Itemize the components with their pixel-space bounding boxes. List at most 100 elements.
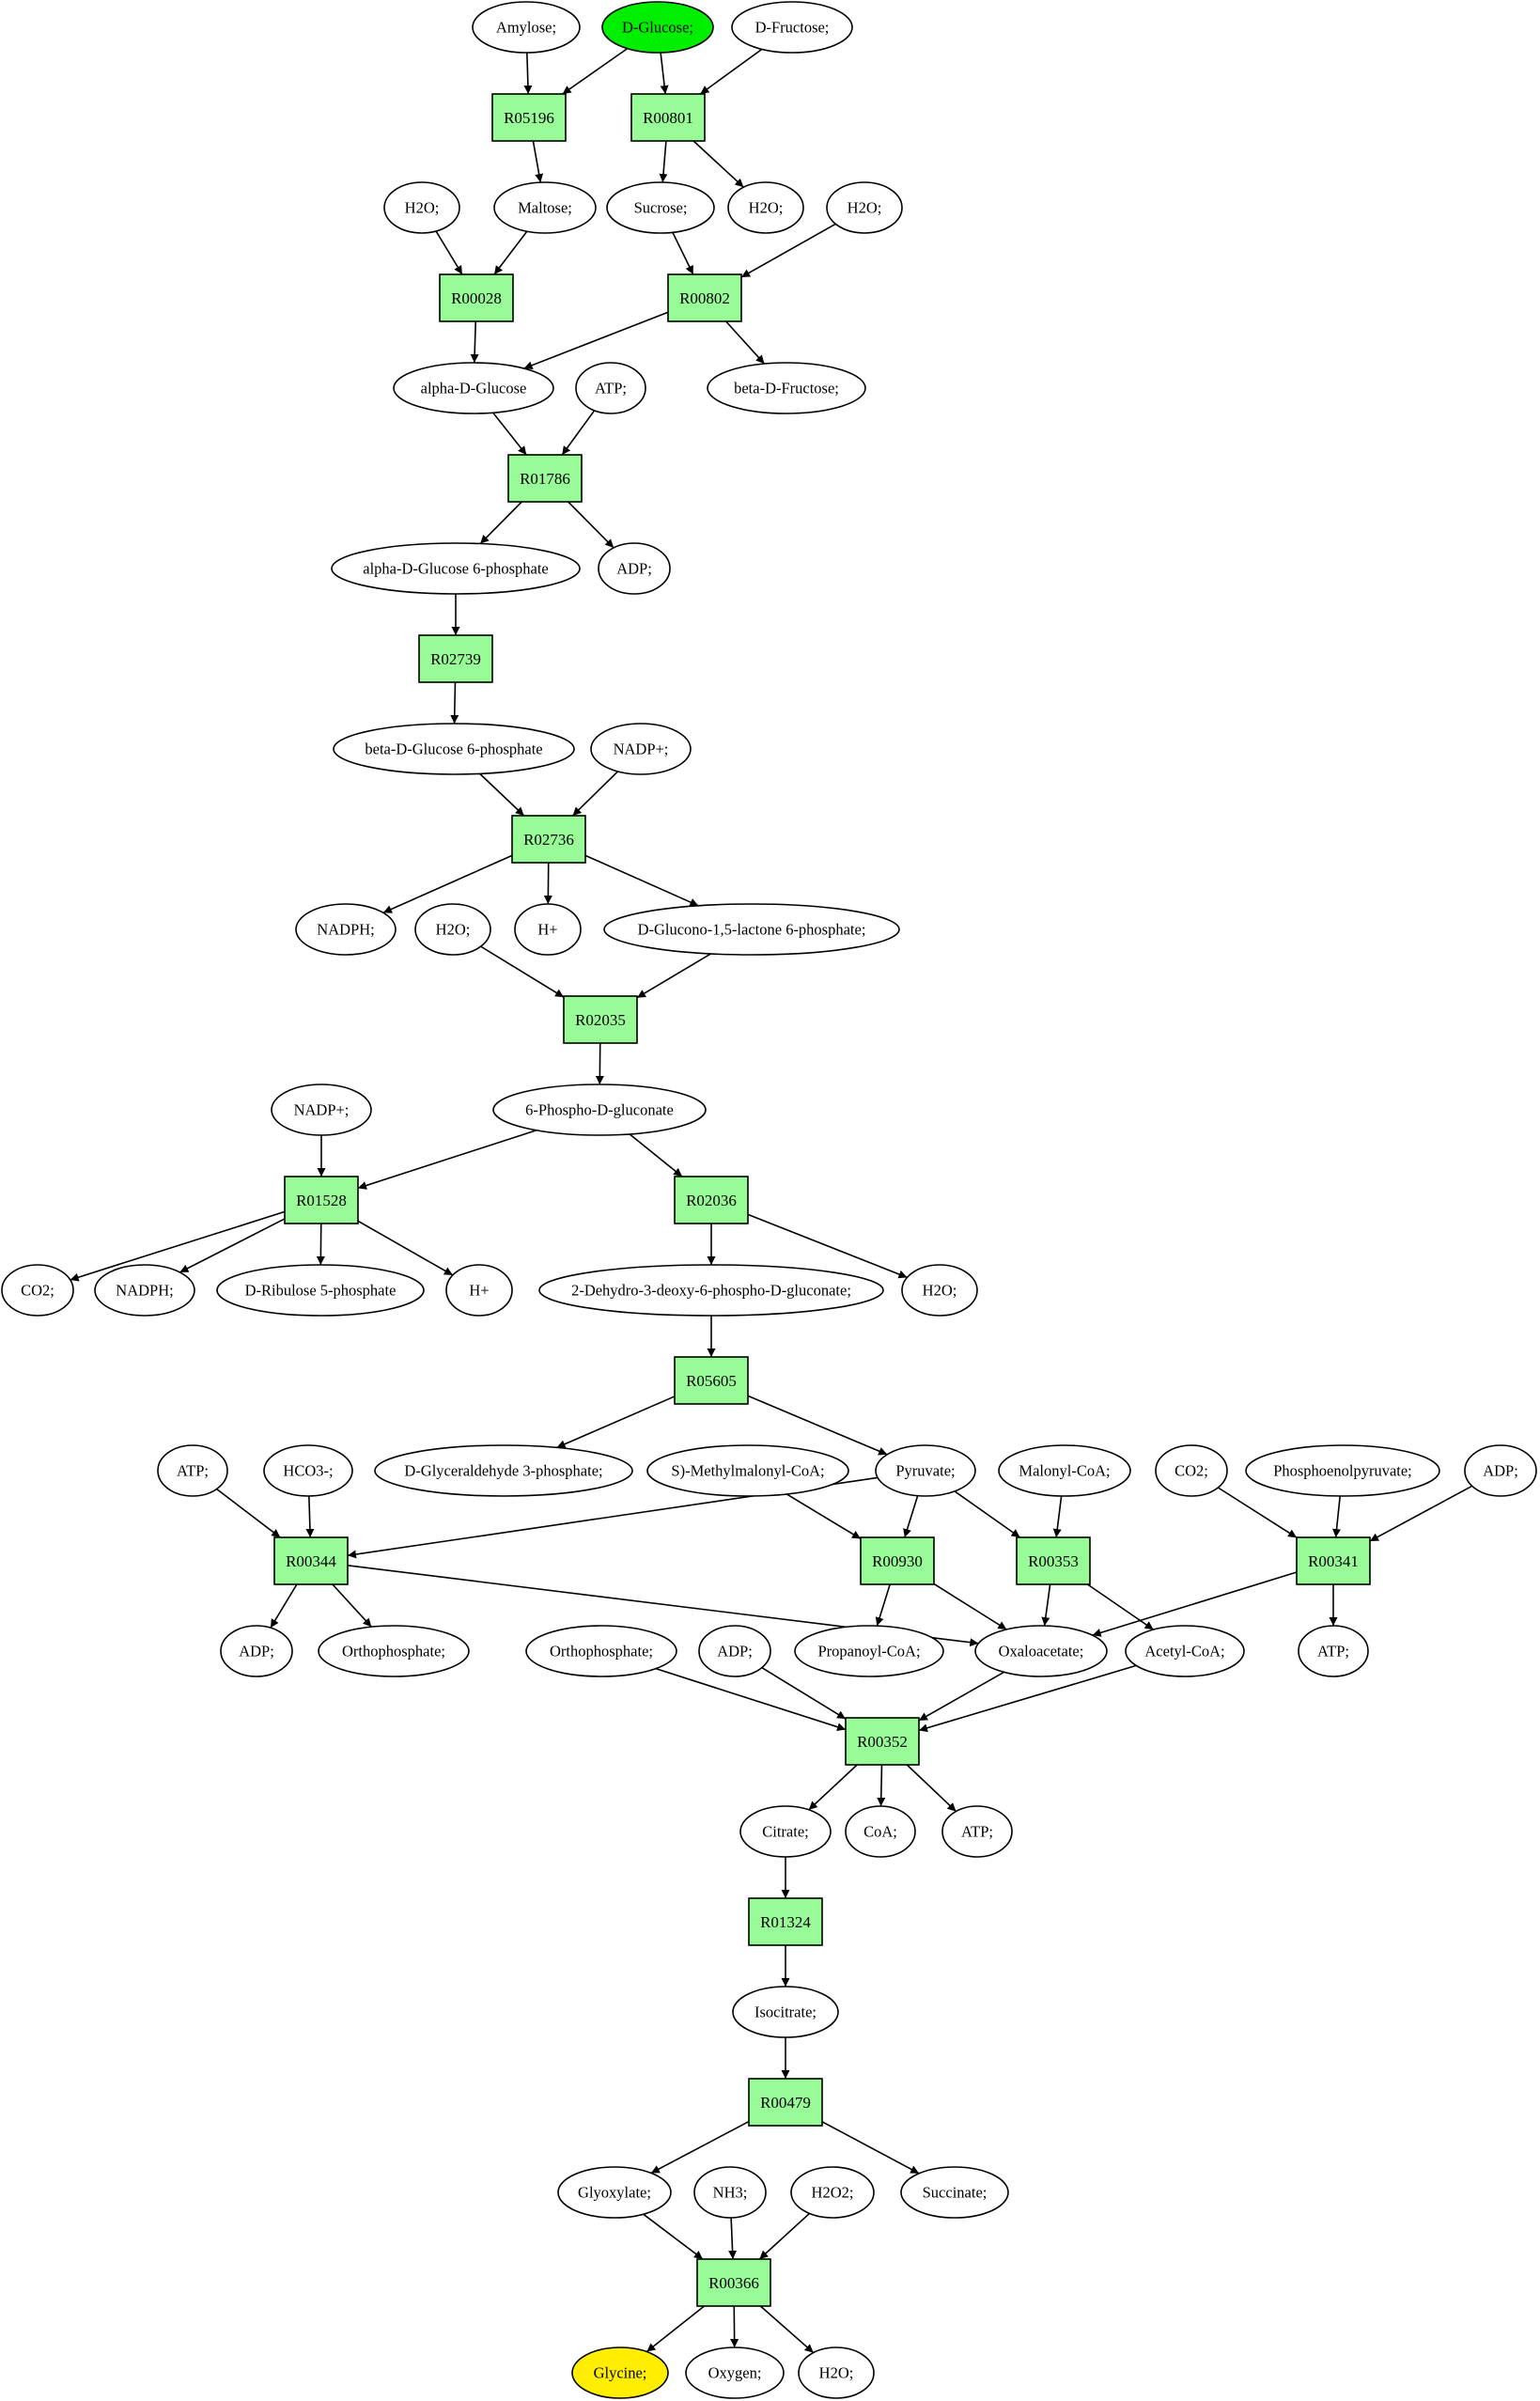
compound-ellipse	[525, 1625, 677, 1677]
compound-node-phospho-gluconate: 6-Phospho-D-gluconate	[492, 1084, 707, 1136]
compound-label: H2O;	[436, 921, 471, 939]
compound-node-propanoyl-coa: Propanoyl-CoA;	[794, 1625, 944, 1677]
reaction-node-r00352: R00352	[845, 1717, 920, 1766]
reaction-node-r00028: R00028	[439, 273, 514, 322]
compound-ellipse	[798, 2346, 875, 2399]
reaction-node-r02739: R02739	[418, 634, 493, 683]
compound-node-glycine: Glycine;	[571, 2346, 669, 2399]
compound-ellipse	[974, 1625, 1108, 1677]
compound-label: Pyruvate;	[895, 1462, 955, 1480]
edge-r00344-to-adp-c	[270, 1583, 298, 1629]
compound-ellipse	[557, 2166, 672, 2219]
edge-r00353-to-acetyl-coa	[1087, 1583, 1155, 1630]
edge-r00344-to-orthophosphate-a	[332, 1583, 372, 1628]
compound-node-pep: Phosphoenolpyruvate;	[1245, 1444, 1440, 1497]
compound-node-ribulose-5p: D-Ribulose 5-phosphate	[216, 1264, 425, 1317]
compound-label: ADP;	[239, 1643, 274, 1660]
reaction-label: R01324	[760, 1913, 811, 1931]
reaction-node-r02035: R02035	[563, 995, 638, 1044]
reaction-node-r01324: R01324	[748, 1897, 823, 1946]
edge-r01786-to-alpha-g6p	[479, 501, 522, 545]
compound-ellipse	[998, 1444, 1131, 1497]
compound-ellipse	[472, 1, 581, 54]
compound-ellipse	[1125, 1625, 1245, 1677]
compound-node-nadph-a: NADPH;	[295, 903, 397, 956]
compound-label: H2O;	[405, 199, 440, 217]
reaction-node-r00344: R00344	[273, 1536, 349, 1585]
edge-r01786-to-adp-a	[568, 501, 614, 549]
compound-ellipse	[216, 1264, 425, 1317]
compound-label: Oxygen;	[708, 2364, 762, 2382]
compound-label: Orthophosphate;	[342, 1643, 445, 1660]
reaction-label: R00344	[286, 1552, 336, 1570]
compound-label: ADP;	[616, 560, 652, 578]
compound-node-co2-b: CO2;	[1155, 1444, 1228, 1497]
reaction-node-r00353: R00353	[1016, 1536, 1091, 1585]
compound-label: CO2;	[1174, 1462, 1208, 1480]
compound-node-h2o-f: H2O;	[798, 2346, 875, 2399]
compound-ellipse	[900, 2166, 1009, 2219]
compound-node-h2o-b: H2O;	[727, 181, 804, 234]
compound-ellipse	[493, 181, 597, 234]
edge-co2-b-to-r00341	[1217, 1487, 1298, 1538]
edge-beta-g6p-to-r02736	[479, 772, 525, 817]
compound-ellipse	[727, 181, 804, 234]
compound-label: beta-D-Fructose;	[734, 380, 839, 398]
compound-node-coa: CoA;	[845, 1805, 916, 1858]
reaction-label: R00802	[679, 289, 730, 307]
compound-label: S)-Methylmalonyl-CoA;	[671, 1462, 824, 1480]
compound-label: alpha-D-Glucose 6-phosphate	[363, 560, 548, 578]
compound-node-citrate: Citrate;	[739, 1805, 832, 1858]
compound-node-orthophosphate-b: Orthophosphate;	[525, 1625, 677, 1677]
reaction-box	[696, 2258, 771, 2307]
compound-label: ADP;	[717, 1643, 753, 1660]
compound-label: Glycine;	[594, 2364, 647, 2382]
compound-node-hco3: HCO3-;	[263, 1444, 353, 1497]
reaction-node-r01786: R01786	[507, 454, 583, 503]
compound-ellipse	[263, 1444, 353, 1497]
reaction-node-r05605: R05605	[674, 1356, 749, 1405]
compound-node-acetyl-coa: Acetyl-CoA;	[1125, 1625, 1245, 1677]
compound-label: Sucrose;	[634, 199, 688, 217]
reaction-box	[860, 1536, 935, 1585]
edge-r02736-to-glucono-lactone	[584, 854, 699, 907]
compound-label: D-Glucono-1,5-lactone 6-phosphate;	[638, 921, 866, 939]
compound-label: beta-D-Glucose 6-phosphate	[365, 741, 542, 758]
compound-label: NADP+;	[294, 1101, 350, 1119]
compound-node-orthophosphate-a: Orthophosphate;	[318, 1625, 470, 1677]
compound-node-adp-b: ADP;	[1464, 1444, 1537, 1497]
compound-label: CO2;	[21, 1282, 54, 1300]
reaction-box	[674, 1356, 749, 1405]
compound-node-methylmalonyl-coa: S)-Methylmalonyl-CoA;	[646, 1444, 849, 1497]
reaction-label: R01528	[296, 1192, 347, 1209]
compound-ellipse	[271, 1084, 372, 1136]
reaction-node-r00801: R00801	[630, 93, 706, 142]
compound-label: H2O;	[749, 199, 784, 217]
compound-node-adp-a: ADP;	[598, 542, 671, 595]
reaction-node-r00341: R00341	[1296, 1536, 1371, 1585]
compound-ellipse	[590, 723, 692, 775]
compound-ellipse	[739, 1805, 832, 1858]
reaction-box	[1296, 1536, 1371, 1585]
reaction-node-r00479: R00479	[748, 2078, 823, 2127]
edge-malonyl-coa-to-r00353	[1052, 1495, 1063, 1538]
compound-ellipse	[318, 1625, 470, 1677]
compound-label: Glyoxylate;	[578, 2184, 651, 2202]
reaction-box	[1016, 1536, 1091, 1585]
edge-r01528-to-nadph-b	[179, 1218, 286, 1273]
compound-node-h-plus-a: H+	[514, 903, 582, 956]
compound-ellipse	[295, 903, 397, 956]
edge-r00930-to-oxaloacetate	[933, 1582, 1007, 1630]
compound-label: NADP+;	[614, 741, 669, 758]
compound-ellipse	[601, 1, 714, 54]
edge-atp-a-to-r01786	[561, 410, 596, 456]
edge-adp-d-to-r00352	[761, 1666, 847, 1720]
edge-pep-to-r00341	[1332, 1495, 1342, 1538]
compound-ellipse	[374, 1444, 633, 1497]
compound-node-h2o-e: H2O;	[901, 1264, 978, 1317]
reaction-node-r00802: R00802	[667, 273, 742, 322]
edge-r02739-to-beta-g6p	[450, 681, 459, 725]
compound-ellipse	[646, 1444, 849, 1497]
